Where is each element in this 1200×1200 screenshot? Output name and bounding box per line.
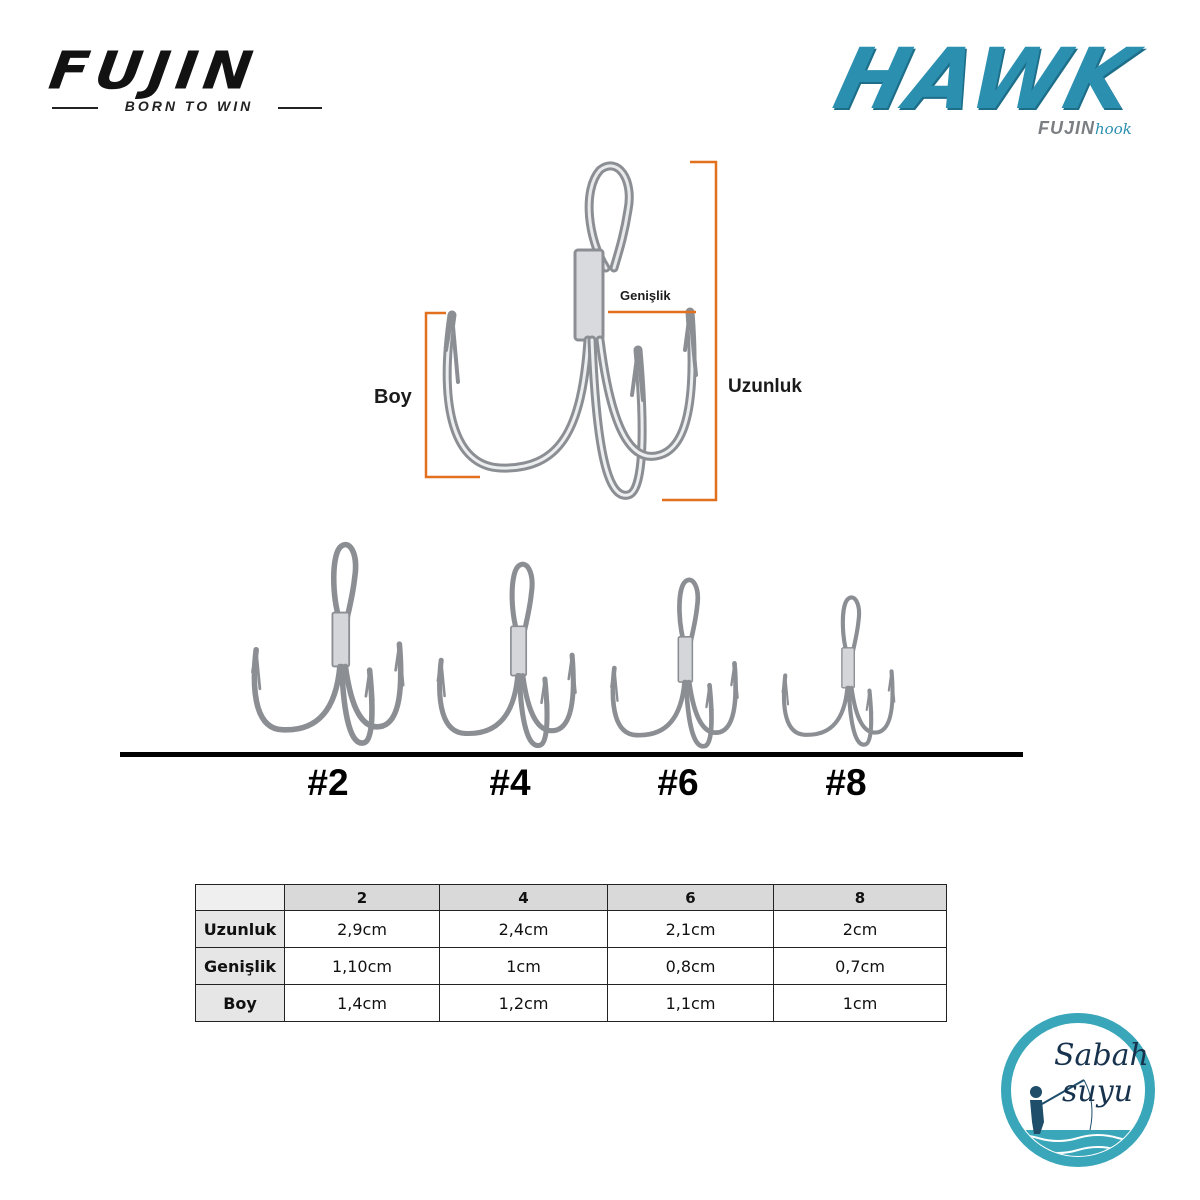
fujin-wordmark: FUJIN: [45, 40, 263, 102]
column-header: 2: [284, 884, 440, 911]
label-uzunluk: Uzunluk: [728, 376, 802, 397]
table-cell: 1,2cm: [439, 984, 608, 1022]
size-label-6: #6: [657, 762, 699, 803]
table-cell: 2,1cm: [607, 910, 774, 948]
hook-dimension-diagram: Boy Uzunluk Genişlik: [360, 150, 840, 520]
table-cell: 0,8cm: [607, 947, 774, 985]
row-header: Uzunluk: [195, 910, 285, 948]
table-cell: 2,4cm: [439, 910, 608, 948]
label-genislik: Genişlik: [620, 288, 671, 303]
label-boy: Boy: [374, 386, 412, 408]
table-header-row: 2 4 6 8: [195, 884, 947, 911]
size-label-2: #2: [307, 762, 349, 803]
fujin-logo: FUJIN BORN TO WIN: [45, 40, 332, 120]
table-cell: 0,7cm: [773, 947, 947, 985]
hook-size-row: #2 #4 #6 #8: [0, 520, 1200, 820]
sabah-suyu-line1: Sabah: [1054, 1038, 1149, 1073]
column-header: 8: [773, 884, 947, 911]
hook-size-4-icon: [438, 564, 576, 745]
sabah-suyu-badge-icon: [1001, 1013, 1155, 1167]
sabah-suyu-line2: suyu: [1062, 1074, 1133, 1109]
size-label-8: #8: [825, 762, 867, 803]
table-cell: 1cm: [773, 984, 947, 1022]
table-row: Uzunluk 2,9cm 2,4cm 2,1cm 2cm: [195, 910, 947, 948]
size-spec-table: 2 4 6 8 Uzunluk 2,9cm 2,4cm 2,1cm 2cm Ge…: [195, 884, 947, 1022]
hawk-logo: HAWK FUJINhook: [826, 30, 1160, 148]
table-corner-cell: [195, 884, 285, 911]
hawk-subbrand-fujin: FUJIN: [1038, 118, 1096, 138]
size-baseline-rule: [120, 752, 1023, 757]
tagline-left-rule: [52, 107, 98, 109]
hook-size-illustrations: [0, 520, 1200, 752]
dimension-lines: [424, 160, 718, 502]
angler-silhouette: [1030, 1086, 1044, 1134]
sabah-suyu-logo: Sabah suyu: [998, 1010, 1158, 1170]
hawk-subbrand: FUJINhook: [1038, 118, 1132, 139]
table-cell: 2,9cm: [284, 910, 440, 948]
fujin-tagline-bar: BORN TO WIN: [52, 98, 322, 118]
table-cell: 2cm: [773, 910, 947, 948]
hawk-wordmark: HAWK: [825, 30, 1147, 128]
table-cell: 1,4cm: [284, 984, 440, 1022]
fujin-tagline: BORN TO WIN: [124, 98, 254, 114]
hook-size-2-icon: [252, 545, 403, 743]
column-header: 4: [439, 884, 608, 911]
row-header: Boy: [195, 984, 285, 1022]
row-header: Genişlik: [195, 947, 285, 985]
table-cell: 1,1cm: [607, 984, 774, 1022]
table-row: Genişlik 1,10cm 1cm 0,8cm 0,7cm: [195, 947, 947, 985]
hook-size-8-icon: [783, 597, 895, 744]
tagline-right-rule: [278, 107, 322, 109]
table-cell: 1cm: [439, 947, 608, 985]
column-header: 6: [607, 884, 774, 911]
hook-size-6-icon: [611, 580, 737, 746]
hawk-subbrand-hook: hook: [1095, 120, 1132, 138]
treble-hook-large-icon: [424, 160, 718, 502]
table-cell: 1,10cm: [284, 947, 440, 985]
table-row: Boy 1,4cm 1,2cm 1,1cm 1cm: [195, 984, 947, 1022]
size-label-4: #4: [489, 762, 531, 803]
